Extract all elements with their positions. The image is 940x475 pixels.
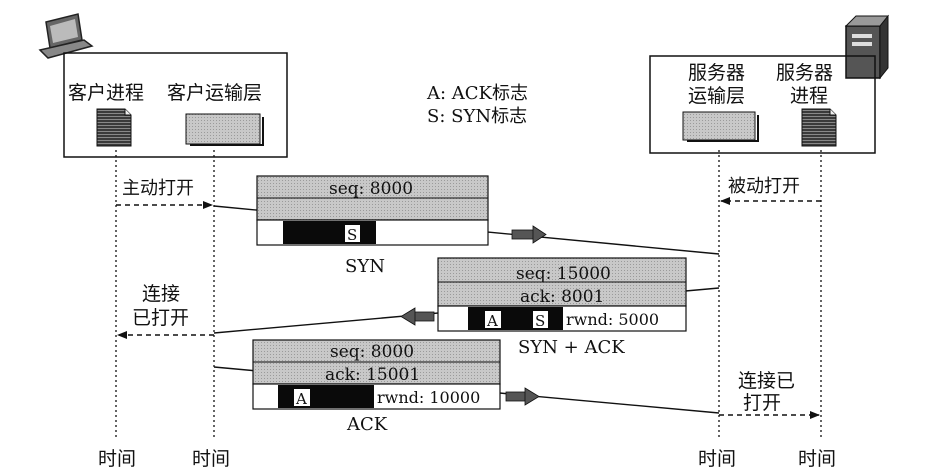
time-label-client-process: 时间 [98, 448, 136, 470]
flag-bar [278, 385, 374, 408]
syn-ack-segment-name: SYN + ACK [518, 337, 625, 358]
flag-bar [283, 221, 376, 244]
client-process-label: 客户进程 [68, 82, 144, 104]
syn-flag-cell [345, 225, 360, 242]
server-connected-label-line1: 连接已 [738, 370, 795, 392]
segment-syn: S seq: 8000 SYN [256, 175, 547, 277]
ack-ack-flag-label: A [295, 390, 307, 408]
passive-open-label: 被动打开 [728, 176, 800, 197]
time-label-server-process: 时间 [798, 448, 836, 470]
segment-ack: A seq: 8000 ack: 15001 rwnd: 10000 ACK [252, 339, 540, 435]
flag-bar [468, 307, 563, 330]
server-process-label-line1: 服务器 [776, 62, 833, 84]
syn-segment-name: SYN [345, 256, 385, 277]
legend-syn: S: SYN标志 [427, 106, 527, 127]
syn-ack-direction-arrow [400, 307, 435, 326]
server-transport-label-line2: 运输层 [688, 85, 745, 107]
time-label-client-transport: 时间 [192, 448, 230, 470]
active-open-label: 主动打开 [122, 178, 194, 199]
client-connected-label-line1: 连接 [142, 283, 180, 305]
client-transport-label: 客户运输层 [167, 82, 262, 104]
client-box [63, 52, 288, 158]
syn-ack-ack-flag-label: A [486, 312, 498, 330]
ack-seq-label: seq: 8000 [330, 342, 414, 362]
laptop-icon [38, 13, 94, 59]
client-host: 客户进程 客户运输层 [38, 13, 288, 158]
server-tower-icon [844, 14, 890, 80]
time-label-server-transport: 时间 [698, 448, 736, 470]
client-connected-label-line2: 已打开 [132, 307, 189, 329]
segment-syn-ack: A S seq: 15000 ack: 8001 rwnd: 5000 SYN … [400, 257, 687, 358]
document-icon [801, 108, 837, 147]
ack-rwnd-label: rwnd: 10000 [377, 388, 480, 407]
syn-flag-cell [533, 311, 548, 328]
syn-seq-label: seq: 8000 [329, 179, 413, 199]
ack-flag-cell [485, 311, 501, 328]
buffer-icon [185, 113, 264, 146]
syn-ack-seq-label: seq: 15000 [516, 264, 611, 284]
ack-ack-label: ack: 15001 [325, 365, 420, 385]
syn-flag-label: S [347, 226, 357, 244]
syn-ack-syn-flag-label: S [535, 312, 545, 330]
server-box [649, 55, 876, 154]
server-host: 服务器 运输层 服务器 进程 [649, 14, 890, 154]
server-process-label-line2: 进程 [790, 85, 828, 107]
ack-flag-cell [294, 389, 310, 406]
server-transport-label-line1: 服务器 [688, 62, 745, 84]
legend-ack: A: ACK标志 [426, 83, 528, 104]
ack-segment-name: ACK [346, 414, 388, 435]
syn-direction-arrow [511, 225, 547, 244]
syn-ack-ack-label: ack: 8001 [520, 287, 604, 307]
document-icon [96, 108, 132, 147]
server-connected-label-line2: 打开 [743, 392, 781, 414]
syn-ack-rwnd-label: rwnd: 5000 [566, 310, 659, 329]
ack-direction-arrow [505, 387, 540, 406]
buffer-icon [682, 111, 759, 142]
